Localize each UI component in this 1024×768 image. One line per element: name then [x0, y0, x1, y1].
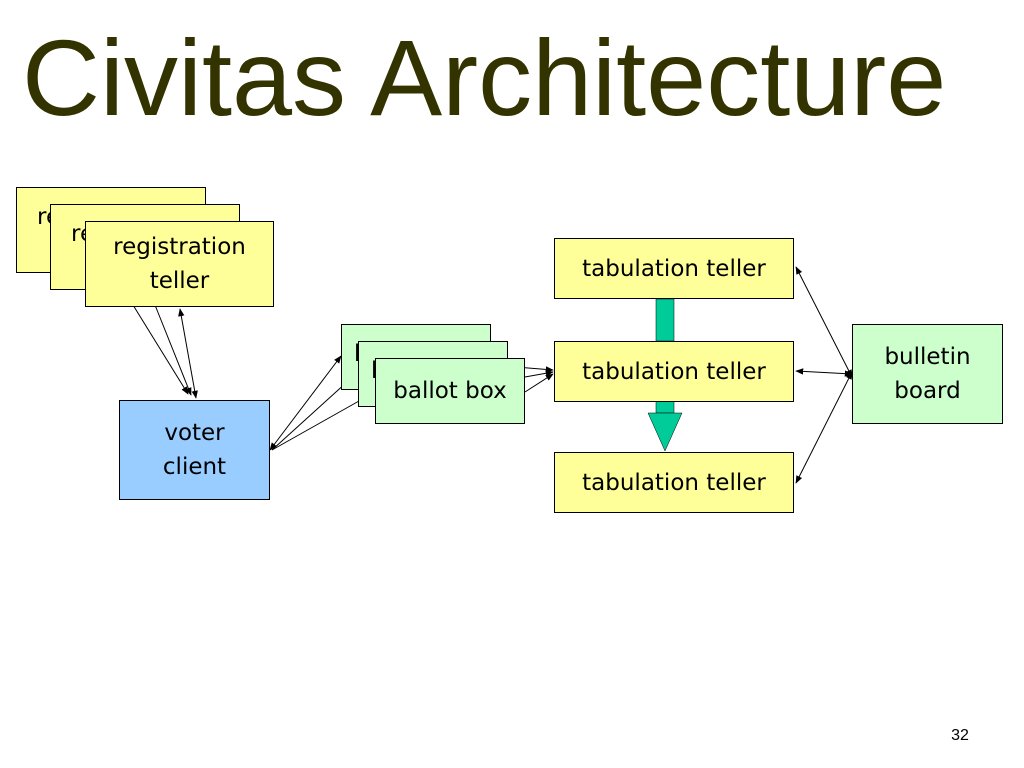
edge-tabulation2-to-bulletin — [795, 368, 853, 377]
edge-voter-to-ballot-1 — [269, 355, 342, 451]
tabulation-teller-1-label: tabulation teller — [582, 255, 766, 282]
voter-client-label: voter client — [162, 420, 227, 480]
bulletin-board: bulletin board — [852, 324, 1003, 424]
voter-client: voter client — [119, 400, 270, 500]
tabulation-teller-3: tabulation teller — [554, 452, 794, 513]
tabulation-flow-shaft-top — [655, 298, 675, 342]
edge-voter-to-ballot-3 — [271, 391, 376, 451]
edge-ballot-to-tabulation-3 — [524, 373, 554, 393]
page-number: 32 — [951, 727, 969, 744]
edge-tabulation3-to-bulletin — [795, 371, 853, 484]
tabulation-teller-1: tabulation teller — [554, 238, 794, 299]
bulletin-board-label: bulletin board — [884, 344, 971, 404]
ballot-box-front: ballot box — [375, 358, 525, 424]
tabulation-teller-3-label: tabulation teller — [582, 469, 766, 496]
edge-tabulation1-to-bulletin — [795, 266, 853, 378]
edge-registration-to-voter-3 — [178, 308, 198, 399]
slide-title: Civitas Architecture — [22, 17, 947, 138]
tabulation-teller-2-label: tabulation teller — [582, 358, 766, 385]
tabulation-teller-2: tabulation teller — [554, 341, 794, 402]
tabulation-flow-arrow — [647, 400, 683, 452]
registration-teller-front-label: registration teller — [113, 234, 246, 294]
ballot-box-front-label: ballot box — [393, 378, 507, 404]
registration-teller-front: registration teller — [85, 221, 274, 307]
